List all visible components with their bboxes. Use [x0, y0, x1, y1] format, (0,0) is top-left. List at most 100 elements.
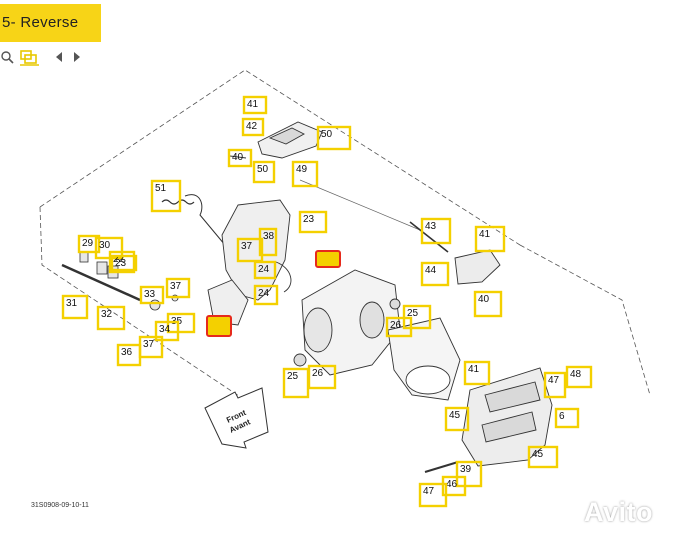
callout-40[interactable]: 40 — [473, 290, 503, 318]
page-title-tab: 5- Reverse — [0, 4, 101, 42]
callout-number: 43 — [425, 221, 437, 232]
zoom-icon[interactable] — [0, 48, 14, 66]
callout-45[interactable]: 45 — [444, 406, 470, 432]
callout-number: 40 — [478, 294, 490, 305]
callout-number: 33 — [144, 289, 156, 300]
callout-number: 42 — [246, 121, 258, 132]
callout-number: 47 — [548, 375, 560, 386]
callout-number: 25 — [287, 371, 299, 382]
callout-number: 24 — [258, 288, 270, 299]
callout-38[interactable]: 38 — [258, 227, 278, 257]
document-code: 31S0908-09-10-11 — [31, 502, 89, 509]
callout-50[interactable]: 50 — [252, 160, 276, 184]
callout-number: 36 — [121, 347, 133, 358]
callout-number: 31 — [66, 298, 78, 309]
callout-43[interactable]: 43 — [420, 217, 452, 245]
rod-part — [61, 263, 141, 302]
callout-47[interactable]: 47 — [418, 482, 448, 508]
spring-part — [161, 199, 195, 205]
callout-number: 25 — [407, 308, 419, 319]
callout-33[interactable]: 33 — [139, 285, 165, 305]
callout-31[interactable]: 31 — [61, 294, 89, 320]
callout-number: 45 — [532, 449, 544, 460]
callout-46[interactable]: 46 — [441, 475, 467, 497]
callout-number: 44 — [425, 265, 437, 276]
callout-number: 41 — [468, 364, 480, 375]
callout-number: 6 — [559, 411, 565, 422]
callout-number: 30 — [99, 240, 111, 251]
callout-40[interactable]: 40 — [227, 148, 253, 168]
callout-22[interactable]: 22 — [108, 250, 136, 274]
callout-number: 40 — [232, 152, 244, 163]
callout-number: 32 — [101, 309, 113, 320]
callout-50[interactable]: 50 — [316, 125, 352, 151]
callout-number: 39 — [460, 464, 472, 475]
callout-number: 23 — [115, 258, 127, 269]
callout-26[interactable]: 26 — [385, 316, 413, 338]
callout-41[interactable]: 41 — [242, 95, 268, 115]
callout-number: 50 — [257, 164, 269, 175]
callout-number: 46 — [446, 479, 458, 490]
front-direction-arrow: Front Avant — [204, 387, 269, 449]
callout-number: 38 — [263, 231, 275, 242]
highlighted-hotspot[interactable] — [315, 250, 341, 268]
assembly-outline — [39, 69, 651, 411]
callout-51[interactable]: 51 — [150, 179, 182, 213]
cable-part — [184, 194, 226, 246]
venturi-ring-part — [387, 317, 461, 401]
callout-44[interactable]: 44 — [420, 261, 450, 287]
callout-number: 23 — [303, 214, 315, 225]
callout-48[interactable]: 48 — [565, 365, 593, 389]
callout-29[interactable]: 29 — [77, 234, 101, 254]
callout-47[interactable]: 47 — [543, 371, 567, 399]
callout-26[interactable]: 26 — [307, 364, 337, 390]
callout-number: 37 — [143, 339, 155, 350]
callout-number: 41 — [479, 229, 491, 240]
callout-number: 34 — [159, 324, 171, 335]
callout-number: 24 — [258, 264, 270, 275]
callout-39[interactable]: 39 — [455, 460, 483, 488]
callout-6[interactable]: 6 — [554, 407, 580, 429]
callout-number: 26 — [312, 368, 324, 379]
reverse-gate-part — [424, 367, 553, 473]
callout-number: 51 — [155, 183, 167, 194]
callout-37[interactable]: 37 — [138, 335, 164, 359]
callout-number: 22 — [113, 254, 125, 265]
callout-number: 26 — [390, 320, 402, 331]
callout-36[interactable]: 36 — [116, 343, 142, 367]
callout-34[interactable]: 34 — [154, 320, 180, 342]
callout-24[interactable]: 24 — [253, 284, 279, 306]
toolbar — [0, 48, 120, 66]
callout-number: 45 — [449, 410, 461, 421]
prev-arrow-icon[interactable] — [54, 48, 64, 66]
callout-number: 41 — [247, 99, 259, 110]
callout-number: 50 — [321, 129, 333, 140]
callout-41[interactable]: 41 — [463, 360, 491, 386]
callout-45[interactable]: 45 — [527, 445, 559, 469]
reverse-lever-part — [229, 121, 323, 159]
callout-32[interactable]: 32 — [96, 305, 126, 331]
callout-number: 37 — [241, 241, 253, 252]
callout-23[interactable]: 23 — [298, 210, 328, 234]
callout-24[interactable]: 24 — [253, 260, 277, 280]
callout-number: 49 — [296, 164, 308, 175]
callout-42[interactable]: 42 — [241, 117, 265, 137]
callout-25[interactable]: 25 — [282, 367, 310, 399]
callout-37[interactable]: 37 — [165, 277, 191, 299]
callout-number: 37 — [170, 281, 182, 292]
callout-41[interactable]: 41 — [474, 225, 506, 253]
callout-number: 47 — [423, 486, 435, 497]
highlighted-hotspot[interactable] — [206, 315, 232, 337]
reverse-gate-housing-part — [293, 269, 401, 376]
callout-37[interactable]: 37 — [236, 237, 264, 263]
callout-number: 29 — [82, 238, 94, 249]
reverse-bracket-part — [207, 199, 292, 326]
leader-line — [299, 179, 421, 231]
hotspot-icon[interactable] — [18, 48, 40, 66]
callout-23[interactable]: 23 — [110, 254, 138, 272]
page-title: 5- Reverse — [2, 14, 79, 31]
next-arrow-icon[interactable] — [72, 48, 82, 66]
callout-49[interactable]: 49 — [291, 160, 319, 188]
